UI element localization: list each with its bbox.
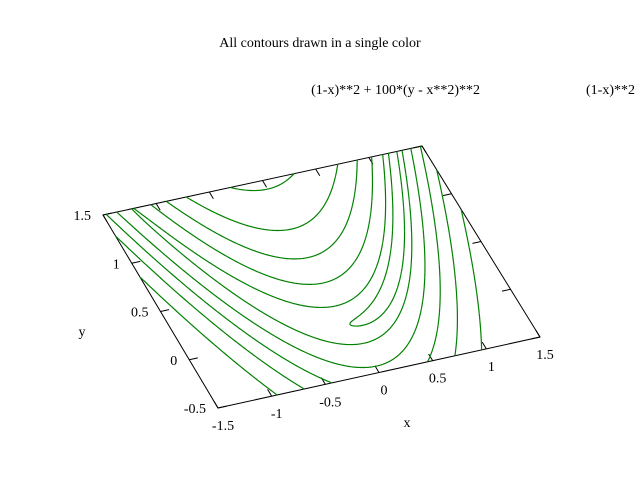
y-tick-mark (531, 336, 541, 340)
y-tick-label: 1 (113, 257, 120, 272)
contour-lines (105, 146, 483, 396)
x-tick-mark (102, 214, 108, 223)
y-tick-mark (217, 405, 227, 409)
x-tick-label: -0.5 (319, 395, 341, 410)
contour-line-5 (131, 150, 413, 346)
y-tick-mark (160, 309, 170, 312)
contour-line-200 (139, 173, 483, 396)
x-tick-mark (262, 180, 268, 188)
x-tick-mark (315, 168, 321, 176)
x-tick-mark (155, 203, 161, 211)
x-tick-label: 1.5 (536, 348, 554, 363)
contour-line-20 (116, 148, 426, 369)
x-tick-label: -1 (271, 407, 283, 422)
x-tick-mark (428, 353, 434, 361)
x-tick-mark (267, 389, 273, 397)
contour-line-1 (349, 151, 406, 327)
x-tick-label: 1 (488, 360, 495, 375)
y-axis-label: y (79, 325, 86, 340)
y-tick-mark (131, 260, 141, 264)
y-tick-label: 0.5 (131, 306, 149, 321)
y-tick-mark (102, 212, 112, 216)
x-tick-mark (535, 330, 541, 338)
key-label-second: (1-x)**2 (586, 83, 635, 98)
key-label-main: (1-x)**2 + 100*(y - x**2)**2 (311, 83, 480, 98)
chart-title: All contours drawn in a single color (219, 36, 421, 51)
y-tick-label: 0 (170, 354, 177, 369)
y-tick-mark (442, 193, 452, 197)
contour-line-50 (105, 146, 441, 384)
y-tick-mark (189, 357, 198, 361)
x-tick-label: -1.5 (212, 419, 234, 434)
contour-line-100 (115, 164, 459, 390)
x-tick-mark (208, 191, 214, 199)
x-tick-label: 0 (381, 384, 388, 399)
x-tick-mark (213, 400, 219, 409)
x-tick-mark (481, 341, 487, 350)
x-tick-mark (374, 365, 380, 373)
x-tick-mark (421, 145, 427, 153)
x-axis-ticks: -1.5 -1 -0.5 0 0.5 1 1.5 (102, 145, 554, 434)
x-tick-label: 0.5 (429, 372, 447, 387)
y-tick-mark (501, 288, 511, 292)
y-axis-ticks: -0.5 0 0.5 1 1.5 (74, 145, 541, 417)
x-axis-label: x (404, 416, 411, 431)
y-tick-label: -0.5 (184, 402, 206, 417)
y-tick-mark (472, 241, 482, 244)
y-tick-label: 1.5 (74, 209, 92, 224)
